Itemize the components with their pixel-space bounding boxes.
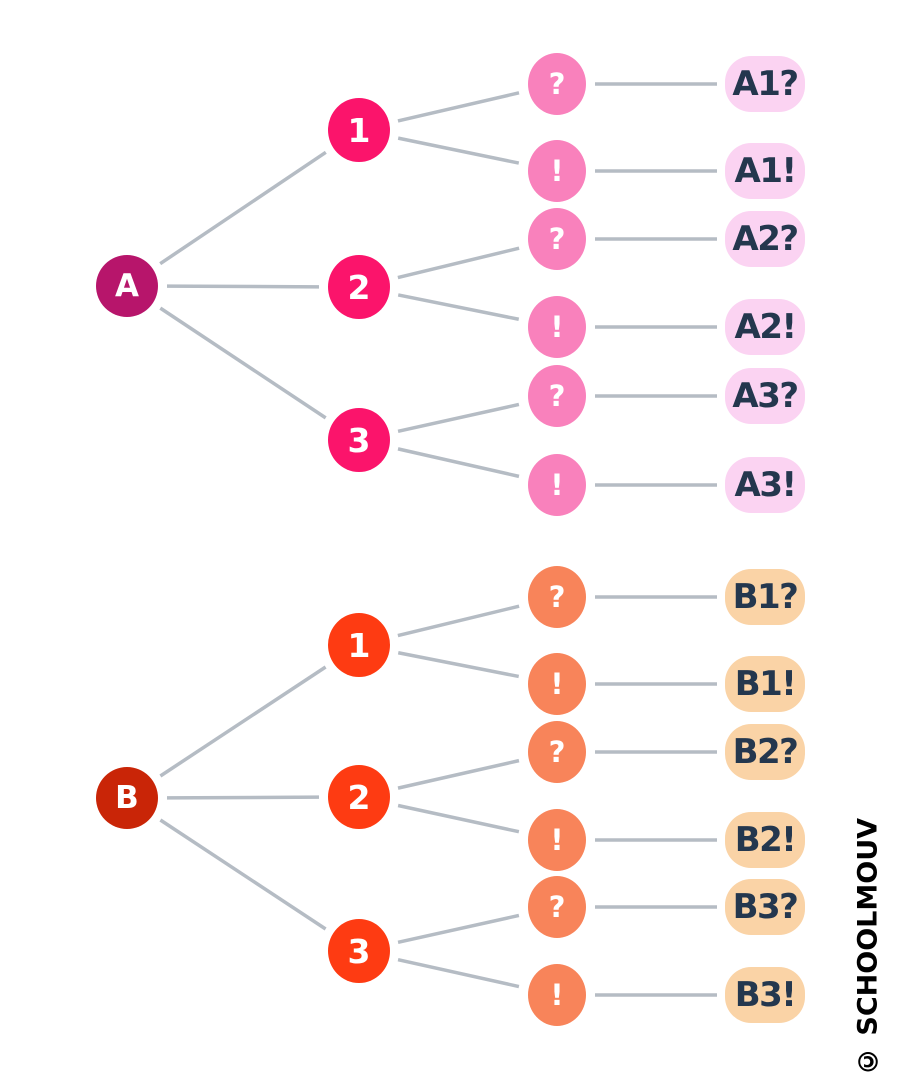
outcome-symbol-node: !: [528, 140, 586, 202]
outcome-symbol-node: ?: [528, 876, 586, 938]
outcome-label: B3!: [725, 967, 805, 1023]
outcome-label: A1!: [725, 143, 805, 199]
outcome-label: A2!: [725, 299, 805, 355]
edge-line: [159, 665, 327, 778]
edge-line: [397, 758, 520, 790]
outcome-label: A3!: [725, 457, 805, 513]
outcome-symbol-node: !: [528, 964, 586, 1026]
edge-line: [397, 447, 520, 479]
edge-line: [397, 957, 520, 989]
edge-line: [159, 306, 327, 420]
branch-node: 1: [328, 613, 390, 677]
edge-line: [159, 150, 327, 266]
outcome-symbol-node: !: [528, 653, 586, 715]
outcome-symbol-node: !: [528, 454, 586, 516]
branch-node: 1: [328, 98, 390, 162]
outcome-label: A3?: [725, 368, 805, 424]
edge-line: [159, 818, 327, 931]
outcome-symbol-node: !: [528, 296, 586, 358]
tree-a-root-node: A: [96, 255, 158, 317]
outcome-symbol-node: !: [528, 809, 586, 871]
tree-b-root-node: B: [96, 767, 158, 829]
edge-line: [397, 803, 520, 834]
outcome-symbol-node: ?: [528, 53, 586, 115]
outcome-label: A1?: [725, 56, 805, 112]
edge-line: [166, 284, 320, 289]
edge-line: [397, 651, 520, 679]
edge-line: [397, 136, 520, 165]
edge-line: [397, 913, 520, 945]
edge-line: [397, 604, 520, 638]
outcome-label: B1!: [725, 656, 805, 712]
edge-line: [166, 795, 320, 800]
outcome-label: B2?: [725, 724, 805, 780]
outcome-label: A2?: [725, 211, 805, 267]
edge-line: [397, 293, 520, 321]
outcome-symbol-node: ?: [528, 208, 586, 270]
edge-line: [397, 246, 520, 280]
schoolmouv-watermark: © SCHOOLMOUV: [852, 817, 884, 1076]
outcome-label: B2!: [725, 812, 805, 868]
branch-node: 2: [328, 765, 390, 829]
outcome-label: B3?: [725, 879, 805, 935]
outcome-symbol-node: ?: [528, 566, 586, 628]
edge-line: [397, 402, 520, 434]
outcome-symbol-node: ?: [528, 721, 586, 783]
branch-node: 3: [328, 919, 390, 983]
branch-node: 3: [328, 408, 390, 472]
outcome-label: B1?: [725, 569, 805, 625]
outcome-symbol-node: ?: [528, 365, 586, 427]
edge-line: [397, 91, 520, 123]
branch-node: 2: [328, 255, 390, 319]
